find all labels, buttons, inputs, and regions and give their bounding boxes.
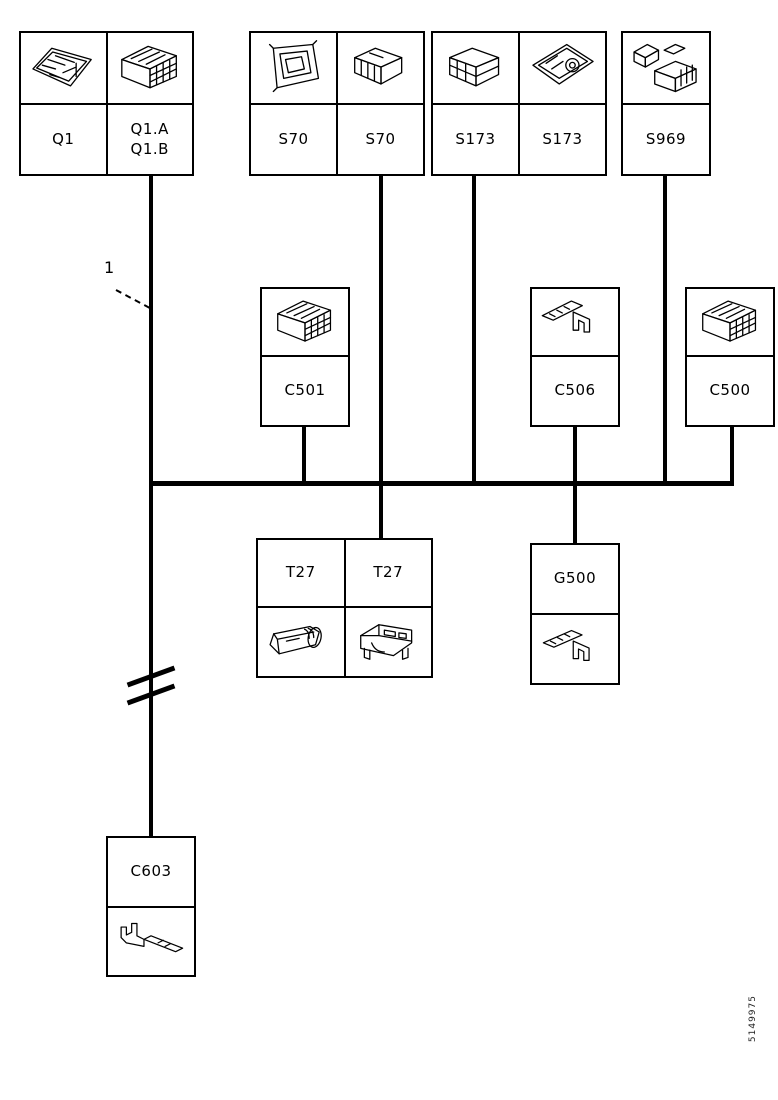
plug-housing-connector-icon — [353, 47, 402, 85]
q1-label: Q1 — [52, 129, 75, 148]
control-unit-connector-icon — [32, 47, 93, 87]
c603-image — [108, 908, 194, 975]
connector-box-s173-group: S173 S173 — [431, 31, 607, 176]
cell-s70-right: S70 — [336, 33, 423, 174]
callout-leader-line — [115, 289, 151, 309]
flat-connector-icon — [531, 43, 594, 85]
connector-box-c603: C603 — [106, 836, 196, 977]
connector-box-s969: S969 — [621, 31, 711, 176]
wire-c501-to-bus — [302, 427, 306, 485]
cell-t27-right: T27 — [343, 540, 432, 676]
wire-q1a-to-c603 — [149, 176, 153, 836]
cell-s173-right: S173 — [518, 33, 605, 174]
connector-box-s70-group: S70 S70 — [249, 31, 425, 176]
c501-label: C501 — [284, 381, 326, 400]
g500-image — [532, 615, 618, 683]
s173-right-image — [520, 33, 605, 105]
cell-c500: C500 — [687, 289, 773, 425]
t27-left-label: T27 — [258, 540, 344, 608]
s173-left-label: S173 — [455, 129, 496, 148]
ground-terminal-icon — [542, 629, 590, 662]
cell-q1a-q1b: Q1.A Q1.B — [105, 33, 193, 174]
c603-label: C603 — [108, 838, 194, 908]
figure-number-watermark: 5149975 — [748, 995, 758, 1043]
s969-image — [623, 33, 709, 105]
bulb-socket-icon — [269, 625, 322, 655]
q1a-q1b-label: Q1.A Q1.B — [108, 105, 193, 174]
connector-box-t27-group: T27 T27 — [256, 538, 433, 678]
q1b-label-line: Q1.B — [130, 139, 169, 158]
multi-pin-connector-icon — [120, 45, 177, 89]
q1a-label-line: Q1.A — [130, 120, 169, 138]
c506-image — [532, 289, 618, 357]
terminal-pin-icon — [541, 300, 591, 333]
cell-s173-left: S173 — [433, 33, 518, 174]
s70-left-image — [251, 33, 336, 105]
cell-c603: C603 — [108, 838, 194, 975]
cell-s969: S969 — [623, 33, 709, 174]
s70-right-image — [338, 33, 423, 105]
c500-image — [687, 289, 773, 357]
c501-image — [262, 289, 348, 357]
wire-s173-to-bus — [472, 176, 476, 485]
connector-box-c500: C500 — [685, 287, 775, 427]
multi-pin-connector-icon — [702, 300, 757, 342]
tilted-housing-connector-icon — [268, 40, 319, 93]
connector-box-g500: G500 — [530, 543, 620, 685]
cell-s70-left: S70 — [251, 33, 336, 174]
cell-c501: C501 — [262, 289, 348, 425]
c506-label: C506 — [554, 381, 596, 400]
s173-left-image — [433, 33, 518, 105]
wire-s70-to-t27 — [379, 176, 383, 538]
s173-right-label: S173 — [542, 129, 583, 148]
connector-box-c506: C506 — [530, 287, 620, 427]
s70-right-label: S70 — [365, 129, 396, 148]
socket-housing-icon — [360, 624, 413, 660]
q1-image — [21, 33, 106, 105]
ground-terminal-icon — [120, 922, 184, 952]
g500-label: G500 — [532, 545, 618, 615]
t27-right-label: T27 — [345, 540, 431, 608]
q1a-image — [107, 33, 192, 105]
t27-left-image — [258, 608, 344, 676]
connector-box-q1-group: Q1 Q1.A Q1.B — [19, 31, 194, 176]
s70-left-label: S70 — [278, 129, 309, 148]
t27-right-image — [346, 608, 432, 676]
connector-box-c501: C501 — [260, 287, 350, 427]
cell-g500: G500 — [532, 545, 618, 683]
multi-pin-connector-icon — [277, 300, 332, 342]
cell-c506: C506 — [532, 289, 618, 425]
c500-label: C500 — [709, 381, 751, 400]
cell-q1: Q1 — [21, 33, 106, 174]
wire-bus-horizontal — [149, 481, 734, 486]
wire-c506-to-g500 — [573, 427, 577, 545]
callout-label-1: 1 — [104, 258, 115, 277]
s969-label: S969 — [645, 129, 687, 148]
cell-t27-left: T27 — [258, 540, 344, 676]
wire-c500-to-bus — [730, 427, 734, 485]
plug-housing-connector-icon — [448, 47, 499, 87]
wire-s969-to-bus — [663, 176, 667, 485]
double-connector-icon — [633, 43, 697, 93]
